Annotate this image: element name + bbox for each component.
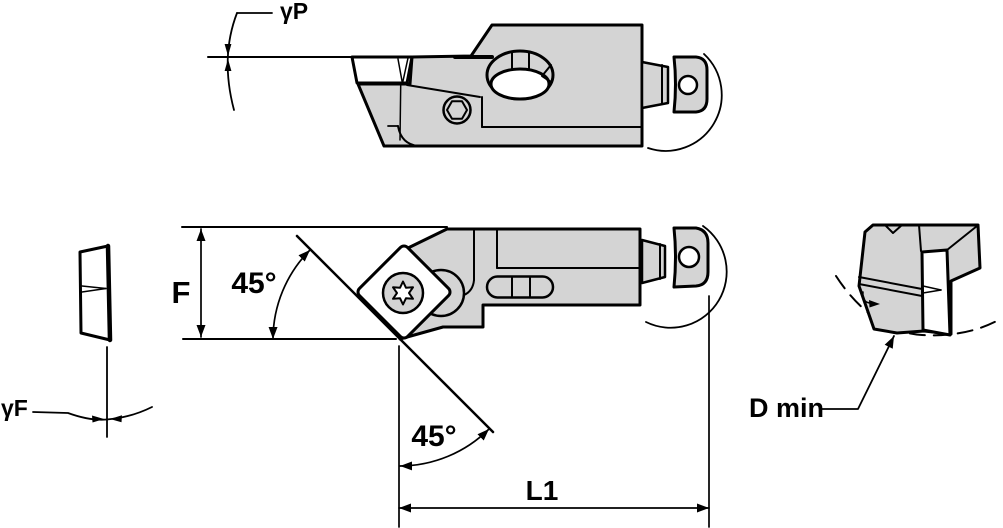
torx-socket-icon bbox=[392, 280, 414, 306]
clamp-slot bbox=[485, 275, 555, 299]
insert-edge-divider-b bbox=[81, 287, 107, 293]
front-view bbox=[181, 225, 728, 341]
pocket-bore-arc-front bbox=[645, 225, 728, 329]
insert-edge-thick bbox=[105, 243, 113, 343]
dimensions bbox=[196, 228, 895, 528]
pin-hole-top-view bbox=[677, 74, 699, 96]
end-view-top-notch bbox=[884, 224, 903, 234]
angle-arc-upper bbox=[268, 249, 311, 340]
gamma-f-arrow-left bbox=[110, 415, 122, 423]
label-f: F bbox=[172, 275, 191, 310]
insert-end-view bbox=[920, 248, 952, 337]
label-angle-trail: 45° bbox=[411, 420, 456, 453]
end-view bbox=[835, 223, 1003, 337]
label-gamma-f: γF bbox=[1, 395, 28, 421]
pin-neck-front-view bbox=[640, 238, 667, 285]
end-view-chip-arrow bbox=[869, 300, 880, 308]
gamma-p-swing-arc bbox=[226, 12, 238, 111]
insert-edge-divider-a bbox=[81, 285, 107, 290]
gamma-f-arrow-right bbox=[92, 415, 104, 423]
countersink-flag bbox=[541, 64, 552, 83]
label-gamma-p: γP bbox=[280, 0, 308, 24]
insert-top-view bbox=[350, 55, 414, 85]
end-view-facet-edge bbox=[946, 225, 978, 251]
label-angle-lead: 45° bbox=[231, 267, 276, 300]
countersink-inner bbox=[489, 67, 551, 101]
lead-angle-diagonal bbox=[295, 234, 495, 434]
insert-end-divider-b bbox=[922, 289, 942, 294]
gamma-f-swing-curve bbox=[32, 406, 153, 421]
end-view-band-2 bbox=[858, 283, 923, 297]
pocket-bore-arc-top bbox=[647, 53, 723, 152]
pin-hole-front-view bbox=[677, 245, 701, 269]
pocket-top-edge bbox=[406, 84, 481, 98]
top-view bbox=[207, 12, 723, 152]
clamp-nose-curve bbox=[463, 279, 475, 296]
hex-socket-icon bbox=[446, 100, 468, 120]
pin-neck-top-view bbox=[640, 60, 670, 110]
insert-edge-profile bbox=[78, 244, 112, 342]
hex-screw-circle bbox=[442, 95, 472, 125]
d-min-leader bbox=[821, 335, 895, 410]
gamma-p-arrow-down bbox=[224, 44, 232, 56]
insert-end-divider-a bbox=[922, 285, 942, 291]
label-d-min: D min bbox=[749, 393, 824, 423]
insert-side-view bbox=[32, 243, 153, 438]
angle-arc-lower bbox=[399, 428, 490, 471]
end-view-vertical-edge bbox=[918, 224, 922, 252]
pocket-corner-arc bbox=[397, 125, 419, 147]
insert-notch-a bbox=[397, 58, 403, 82]
gamma-p-arrow-up bbox=[224, 59, 232, 71]
end-view-band-1 bbox=[858, 276, 923, 290]
bore-dashed-arc bbox=[835, 275, 1003, 337]
label-l1: L1 bbox=[526, 475, 559, 506]
insert-notch-b bbox=[402, 57, 409, 82]
